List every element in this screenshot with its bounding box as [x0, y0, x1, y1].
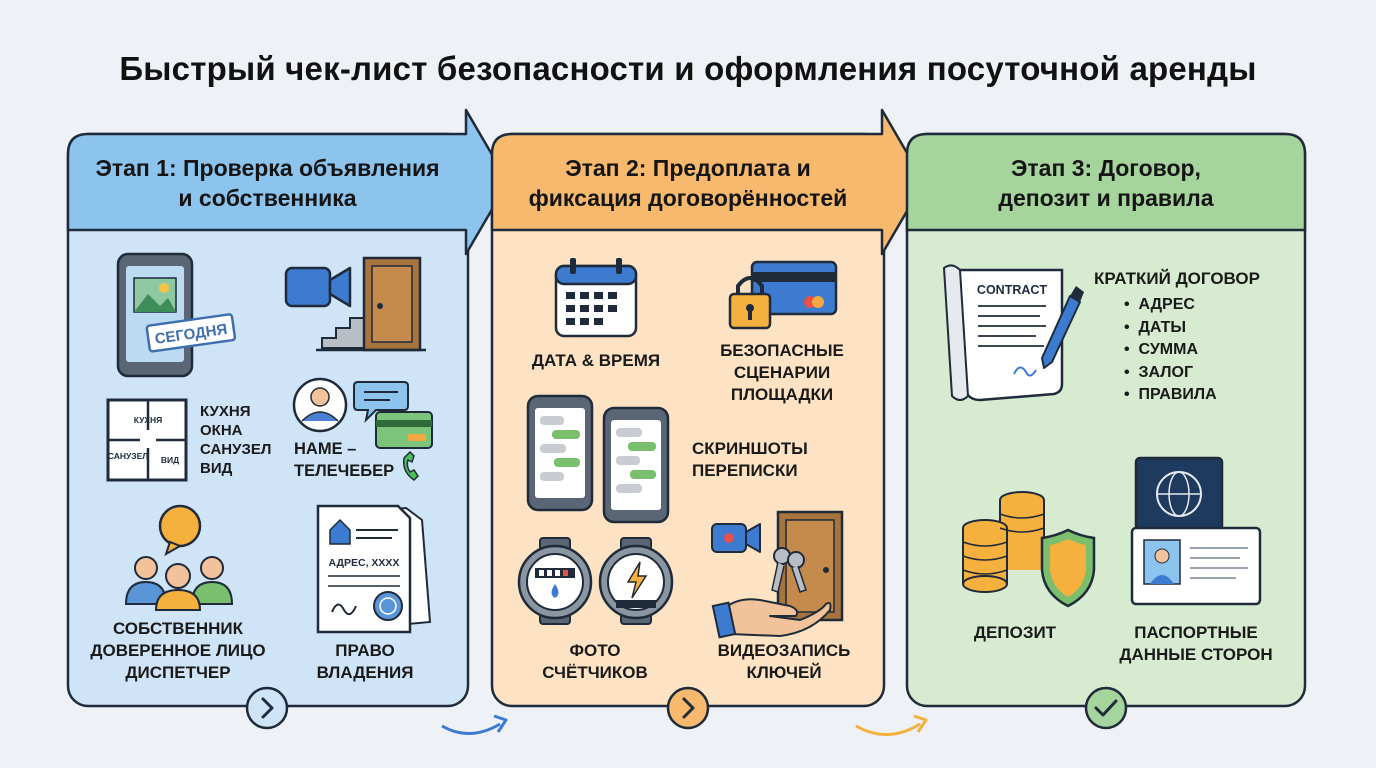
- stage-2-title-line-2: фиксация договорённостей: [528, 185, 848, 211]
- ownership-right-label-line: ПРАВО: [335, 641, 395, 660]
- passport-data-label: ПАСПОРТНЫЕ ДАННЫЕ СТОРОН: [1106, 622, 1286, 666]
- passport-icon: [1130, 456, 1262, 606]
- datetime-label-line: ДАТА & ВРЕМЯ: [531, 351, 661, 370]
- bank-card-icon: [375, 411, 433, 449]
- passport-data-label-line: ПАСПОРТНЫЕ: [1134, 623, 1258, 642]
- stage-3-check-icon[interactable]: [1084, 686, 1128, 730]
- people-group-icon: [124, 556, 234, 611]
- stage-3-header: [905, 132, 1307, 232]
- deposit-label: ДЕПОЗИТ: [950, 622, 1080, 644]
- contract-item: • ЗАЛОГ: [1124, 363, 1194, 381]
- payment-card-icon: [750, 260, 838, 316]
- connector-arrow-2-3: [855, 714, 928, 736]
- pen-icon: [1041, 286, 1084, 369]
- stage-1-chevron-right-icon[interactable]: [245, 686, 289, 730]
- contract-scroll-icon: [942, 264, 1064, 402]
- floorplan-list-item: КУХНЯ: [200, 403, 251, 420]
- floorplan-room-view: ВИД: [161, 455, 179, 465]
- stage-3-title-line-1: Этап 3: Договор,: [1011, 155, 1201, 181]
- deposit-label-line: ДЕПОЗИТ: [973, 623, 1057, 642]
- floor-plan-icon: [106, 398, 188, 482]
- phone-handset-icon: [402, 450, 419, 481]
- owner-roles-label-line: ДОВЕРЕННОЕ ЛИЦО: [90, 641, 266, 660]
- calendar-icon: [554, 258, 638, 338]
- stage-2-title: Этап 2: Предоплата и фиксация договорённ…: [494, 153, 882, 213]
- meter-photos-label-line: ФОТО: [569, 641, 621, 660]
- name-phone-label-line: НАМЕ –: [294, 440, 357, 458]
- stage-3-title: Этап 3: Договор, депозит и правила: [909, 153, 1303, 213]
- keys-handover-icon: [711, 510, 844, 639]
- floorplan-list-item: САНУЗЕЛ: [200, 441, 272, 458]
- owner-roles-label-line: СОБСТВЕННИК: [112, 619, 244, 638]
- shield-icon: [1040, 528, 1096, 608]
- video-camera-icon: [284, 266, 352, 308]
- contract-heading: КРАТКИЙ ДОГОВОР: [1094, 269, 1260, 288]
- question-bubble-icon: [158, 504, 202, 557]
- chat-screenshots-label-line: ПЕРЕПИСКИ: [692, 461, 798, 480]
- floorplan-room-bathroom: САНУЗЕЛ: [108, 451, 148, 461]
- stage-3-title-line-2: депозит и правила: [998, 185, 1214, 211]
- stage-1-title-line-2: и собственника: [178, 185, 357, 211]
- contract-items-list: • АДРЕС • ДАТЫ • СУММА • ЗАЛОГ • ПРАВИЛА: [1124, 294, 1217, 407]
- chat-screenshots-icon: [526, 394, 670, 524]
- name-phone-label: НАМЕ – ТЕЛЕЧЕБЕР: [294, 438, 394, 482]
- contract-item: • ПРАВИЛА: [1124, 386, 1217, 403]
- contract-item: • ДАТЫ: [1124, 318, 1187, 336]
- contract-item: • СУММА: [1124, 341, 1199, 358]
- stage-1-title: Этап 1: Проверка объявления и собственни…: [70, 153, 465, 213]
- connector-arrow-1-2: [441, 714, 508, 736]
- coins-icon: [962, 491, 1045, 593]
- person-avatar-icon: [292, 377, 348, 433]
- name-phone-label-line: ТЕЛЕЧЕБЕР: [294, 462, 395, 480]
- meter-photos-label: ФОТО СЧЁТЧИКОВ: [520, 640, 670, 684]
- water-meter-icon: [517, 537, 593, 625]
- stage-1-title-line-1: Этап 1: Проверка объявления: [95, 155, 440, 181]
- ownership-document-icon: [316, 504, 432, 634]
- floorplan-list: КУХНЯ ОКНА САНУЗЕЛ ВИД: [200, 402, 271, 478]
- document-address-text: АДРЕС, ХХХХ: [329, 557, 400, 569]
- stage-2-chevron-right-icon[interactable]: [666, 686, 710, 730]
- floorplan-list-item: ОКНА: [200, 422, 243, 439]
- stage-2-title-line-1: Этап 2: Предоплата и: [565, 155, 811, 181]
- ownership-right-label: ПРАВО ВЛАДЕНИЯ: [300, 640, 430, 684]
- meter-photos-label-line: СЧЁТЧИКОВ: [542, 663, 648, 682]
- chat-screenshots-label-line: СКРИНШОТЫ: [692, 439, 808, 458]
- padlock-icon: [728, 276, 772, 330]
- contract-word: CONTRACT: [977, 283, 1047, 297]
- chat-bubble-icon: [353, 381, 409, 424]
- keys-video-label-line: ВИДЕОЗАПИСЬ: [717, 641, 851, 660]
- passport-data-label-line: ДАННЫЕ СТОРОН: [1119, 645, 1273, 664]
- phone-photo-icon: [116, 252, 194, 378]
- safe-scenarios-label-line: СЦЕНАРИИ: [733, 363, 831, 382]
- electricity-meter-icon: [598, 537, 674, 625]
- owner-roles-label: СОБСТВЕННИК ДОВЕРЕННОЕ ЛИЦО ДИСПЕТЧЕР: [78, 618, 278, 684]
- floorplan-room-kitchen: КУХНЯ: [134, 415, 163, 425]
- stairs-door-icon: [316, 256, 426, 352]
- owner-roles-label-line: ДИСПЕТЧЕР: [125, 663, 231, 682]
- safe-scenarios-label-line: БЕЗОПАСНЫЕ: [720, 341, 844, 360]
- keys-video-label: ВИДЕОЗАПИСЬ КЛЮЧЕЙ: [704, 640, 864, 684]
- keys-video-label-line: КЛЮЧЕЙ: [746, 663, 822, 682]
- today-stamp: СЕГОДНЯ: [145, 313, 237, 353]
- contract-item: • АДРЕС: [1124, 296, 1195, 313]
- safe-scenarios-label-line: ПЛОЩАДКИ: [730, 385, 834, 404]
- chat-screenshots-label: СКРИНШОТЫ ПЕРЕПИСКИ: [692, 438, 808, 482]
- page-title: Быстрый чек-лист безопасности и оформлен…: [119, 50, 1257, 87]
- datetime-label: ДАТА & ВРЕМЯ: [516, 350, 676, 372]
- floorplan-list-item: ВИД: [200, 460, 233, 477]
- safe-scenarios-label: БЕЗОПАСНЫЕ СЦЕНАРИИ ПЛОЩАДКИ: [702, 340, 862, 406]
- ownership-right-label-line: ВЛАДЕНИЯ: [316, 663, 414, 682]
